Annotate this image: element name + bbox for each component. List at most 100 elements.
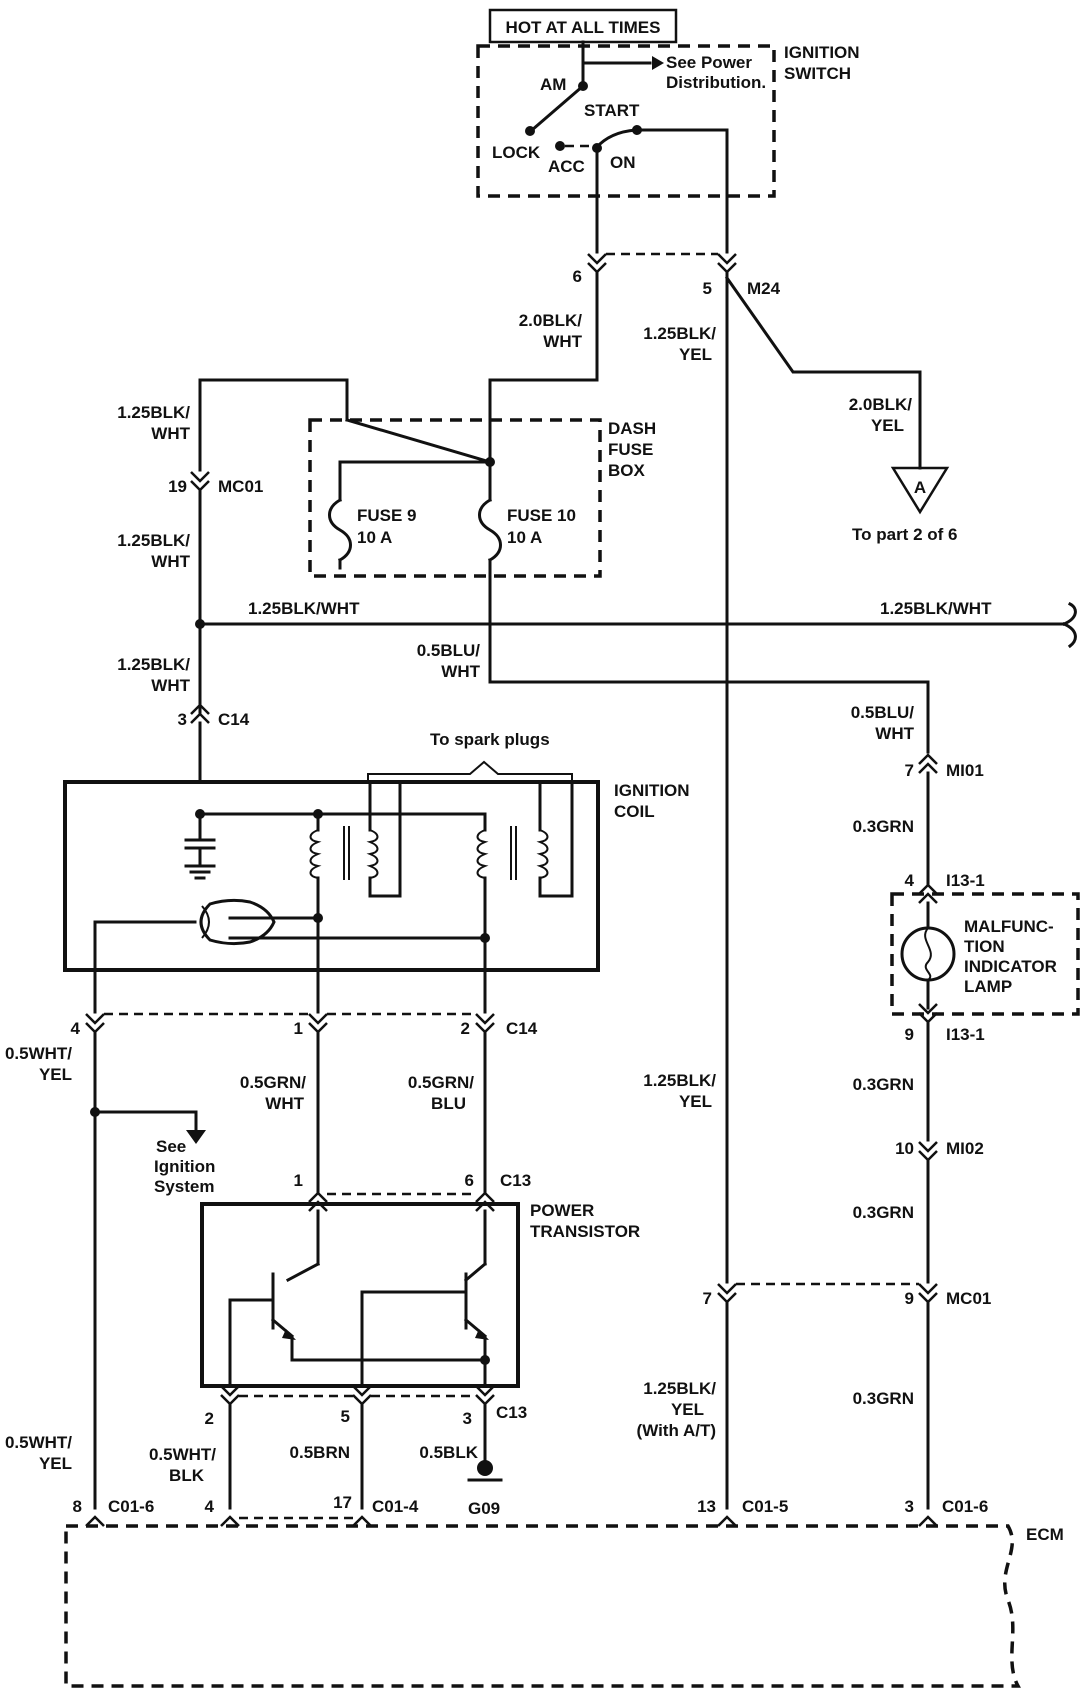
ecm-c01-6-right-label: C01-6 <box>942 1497 988 1516</box>
or-gate-icon <box>199 898 276 946</box>
wire-05bluwht-a-2: WHT <box>441 662 480 681</box>
lock-terminal <box>525 126 535 136</box>
wire-125blkwht-b-1: 1.25BLK/ <box>117 531 190 550</box>
wire-05whtblk-1: 0.5WHT/ <box>149 1445 216 1464</box>
tach-output-wire <box>93 920 197 1014</box>
wire-05grnwht-2: WHT <box>265 1094 304 1113</box>
ecm-pin8-number: 8 <box>73 1497 82 1516</box>
start-label: START <box>584 101 640 120</box>
wire-125blkyel-top-2: YEL <box>679 345 712 364</box>
to-spark-plugs-label: To spark plugs <box>430 730 550 749</box>
coil1-primary-winding-icon <box>309 829 322 879</box>
wire-03grn-a: 0.3GRN <box>853 817 914 836</box>
coil2-primary-winding-icon <box>476 829 489 879</box>
mi01-pin7-number: 7 <box>905 761 914 780</box>
ecm-pin3-chevron <box>918 1515 938 1527</box>
hot-at-all-times-label: HOT AT ALL TIMES <box>506 18 661 37</box>
wire-20blkwht-1: 2.0BLK/ <box>519 311 583 330</box>
i13-pin4-number: 4 <box>905 871 915 890</box>
mc01-pin7-chevron <box>717 1283 737 1304</box>
c14-bottom-label: C14 <box>506 1019 538 1038</box>
offpage-a-triangle-icon <box>890 466 950 515</box>
wire-125blkyel-at-3: (With A/T) <box>637 1421 716 1440</box>
wire-05grnblu-2: BLU <box>431 1094 466 1113</box>
mc01-bottom-label: MC01 <box>946 1289 991 1308</box>
power-distribution-arrow-icon <box>652 56 664 70</box>
ignition-system-branch <box>93 1110 198 1132</box>
coil1-secondary-return <box>368 780 402 898</box>
wire-125blkyel-at-1: 1.25BLK/ <box>643 1379 716 1398</box>
c13-pin6-number: 6 <box>465 1171 474 1190</box>
wire-125blkwht-a-2: WHT <box>151 424 190 443</box>
emitter-common-junction <box>480 1355 490 1365</box>
coil2-secondary-winding-icon <box>536 829 549 879</box>
wire-05whtyel-a-1: 0.5WHT/ <box>5 1044 72 1063</box>
wire-05grnwht-1: 0.5GRN/ <box>240 1073 306 1092</box>
ecm-c01-6-left-label: C01-6 <box>108 1497 154 1516</box>
ecm-box <box>64 1524 1021 1688</box>
wire-125blkyel-top-1: 1.25BLK/ <box>643 324 716 343</box>
fuse10-label-1: FUSE 10 <box>507 506 576 525</box>
mc01-pin19-chevron <box>190 471 210 492</box>
ignition-system-arrow-icon <box>186 1130 206 1144</box>
wire-03grn-c: 0.3GRN <box>853 1203 914 1222</box>
q1-emitter-lead <box>290 1338 487 1362</box>
fuse9-label-2: 10 A <box>357 528 392 547</box>
m24-pin6-number: 6 <box>573 267 582 286</box>
wire-05grnblu-1: 0.5GRN/ <box>408 1073 474 1092</box>
c14-pin1-chevron <box>308 1013 328 1034</box>
mc01-top-label: MC01 <box>218 477 263 496</box>
q2-emitter-arrow-icon <box>475 1329 489 1340</box>
switch-blade <box>529 83 586 133</box>
ignition-switch-label-1: IGNITION <box>784 43 860 62</box>
c13-top-label: C13 <box>500 1171 531 1190</box>
to-part2-wire <box>724 275 922 470</box>
wire-03grn-d: 0.3GRN <box>853 1389 914 1408</box>
fuse9-icon <box>328 497 352 563</box>
see-ignition-system-3: System <box>154 1177 214 1196</box>
c14-pin2-number: 2 <box>461 1019 470 1038</box>
ignition-switch-label-2: SWITCH <box>784 64 851 83</box>
wire-125blkwht-a-1: 1.25BLK/ <box>117 403 190 422</box>
coil1-secondary-winding-icon <box>366 829 379 879</box>
dash-fuse-box-label-2: FUSE <box>608 440 653 459</box>
g09-ground-icon <box>477 1460 493 1476</box>
c14-pin3-number: 3 <box>178 710 187 729</box>
wire-05whtyel-b-1: 0.5WHT/ <box>5 1433 72 1452</box>
power-transistor-label-1: POWER <box>530 1201 594 1220</box>
mil-lamp-filament <box>924 927 932 981</box>
g09-label: G09 <box>468 1499 500 1518</box>
wire-05whtyel-b-2: YEL <box>39 1454 72 1473</box>
c13-pin2-chevron <box>220 1385 240 1406</box>
c14-top-label: C14 <box>218 710 250 729</box>
spark-plugs-bracket <box>367 760 573 783</box>
mil-label-2: TION <box>964 937 1005 956</box>
mc01-pin9-number: 9 <box>905 1289 914 1308</box>
i13-pin9-number: 9 <box>905 1025 914 1044</box>
or-gate-back-curve <box>201 905 210 939</box>
mc01-pin9-chevron <box>918 1283 938 1304</box>
i13-pin4-chevron <box>918 883 938 904</box>
wire-03grn-b: 0.3GRN <box>853 1075 914 1094</box>
acc-label: ACC <box>548 157 585 176</box>
mi02-label: MI02 <box>946 1139 984 1158</box>
mc01-top-connector <box>190 471 210 492</box>
hot-at-all-times-box: HOT AT ALL TIMES <box>488 8 678 44</box>
mil-label-3: INDICATOR <box>964 957 1057 976</box>
ecm-pin4-chevron <box>220 1515 240 1527</box>
wire-continuation-icon <box>1062 601 1077 649</box>
m24-connector <box>587 252 737 274</box>
acc-terminal <box>555 141 565 151</box>
q2-collector-leg <box>463 1261 488 1283</box>
c13-bottom-label: C13 <box>496 1403 527 1422</box>
ecm-pin8-chevron <box>85 1515 105 1527</box>
i13-bottom-label: I13-1 <box>946 1025 985 1044</box>
c13-pin1-number: 1 <box>294 1171 303 1190</box>
m24-label: M24 <box>747 279 781 298</box>
wire-20blkyel-2: YEL <box>871 416 904 435</box>
mi02-pin10-chevron <box>918 1141 938 1162</box>
wire-05brn: 0.5BRN <box>290 1443 350 1462</box>
see-power-distribution-label-2: Distribution. <box>666 73 766 92</box>
wire-125blkwht-h2: 1.25BLK/WHT <box>880 599 992 618</box>
